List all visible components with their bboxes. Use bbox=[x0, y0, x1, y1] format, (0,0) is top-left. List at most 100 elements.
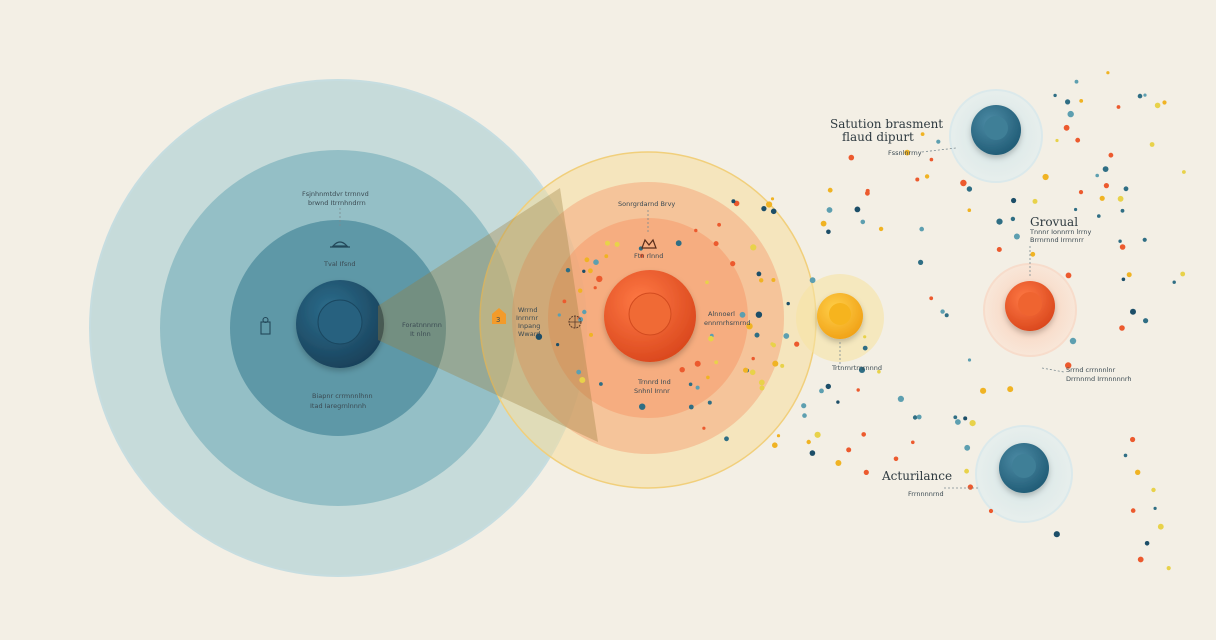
scatter-dot bbox=[750, 244, 757, 251]
right-bottom-title: Acturilance bbox=[881, 469, 952, 483]
scatter-dot bbox=[1065, 99, 1071, 105]
orange-labels: Sonrgrdarnd Brvy Ftn rlnnd Alnnoerl ennr… bbox=[618, 200, 750, 395]
scatter-dot bbox=[1065, 272, 1072, 279]
scatter-dot bbox=[694, 360, 701, 367]
scatter-dot bbox=[1154, 102, 1161, 109]
scatter-dot bbox=[1130, 436, 1136, 443]
scatter-dot bbox=[724, 436, 729, 442]
right-top-sub: Fssnlnrrny bbox=[888, 149, 922, 157]
scatter-dot bbox=[770, 197, 775, 201]
bridge-label-2: Inrnrnr bbox=[516, 314, 538, 322]
scatter-dot bbox=[980, 387, 987, 394]
right-node-mid bbox=[983, 263, 1077, 357]
scatter-dot bbox=[1130, 308, 1136, 315]
orange-icon-caption: Ftn rlnnd bbox=[634, 252, 663, 260]
bridge-marker: 3 bbox=[492, 308, 506, 324]
right-bottom-labels: Acturilance Frrnnnnrnd bbox=[881, 469, 980, 498]
teal-icon-caption: Tval Ifsnd bbox=[323, 260, 356, 268]
scatter-dot bbox=[1030, 251, 1036, 257]
scatter-dot bbox=[756, 271, 762, 277]
scatter-dot bbox=[1063, 124, 1070, 131]
scatter-dot bbox=[809, 277, 816, 284]
scatter-dot bbox=[916, 414, 922, 420]
scatter-dot bbox=[759, 278, 764, 283]
scatter-dot bbox=[675, 240, 682, 247]
scatter-dot bbox=[924, 174, 930, 179]
right-mid-bottom-1: Srrnd crrnnnlnr bbox=[1066, 366, 1116, 374]
scatter-dot bbox=[605, 240, 610, 246]
scatter-dot bbox=[1157, 523, 1164, 530]
scatter-dot bbox=[1143, 93, 1147, 97]
scatter-dot bbox=[904, 149, 911, 156]
scatter-dot bbox=[877, 369, 881, 374]
scatter-dot bbox=[604, 254, 609, 259]
scatter-dot bbox=[1095, 173, 1099, 178]
scatter-dot bbox=[1151, 487, 1156, 493]
scatter-dot bbox=[702, 426, 706, 430]
scatter-dot bbox=[1144, 541, 1150, 546]
scatter-dot bbox=[953, 415, 958, 420]
scatter-dot bbox=[596, 275, 603, 283]
scatter-dot bbox=[1123, 186, 1129, 192]
scatter-dot bbox=[557, 313, 561, 317]
scatter-dot bbox=[1182, 170, 1186, 174]
scatter-dot bbox=[1106, 71, 1110, 75]
scatter-dot bbox=[1117, 195, 1124, 202]
scatter-dot bbox=[1142, 237, 1147, 242]
scatter-dot bbox=[1074, 207, 1078, 212]
scatter-dot bbox=[1007, 386, 1014, 393]
scatter-dot bbox=[856, 388, 860, 392]
scatter-dot bbox=[1143, 318, 1149, 324]
scatter-dot bbox=[746, 323, 753, 330]
orange-right-label-1: Alnnoerl bbox=[708, 310, 735, 318]
scatter-dot bbox=[582, 269, 586, 273]
teal-bottom-label-1: Biapnr crrmnnlhnn bbox=[312, 392, 373, 400]
scatter-dot bbox=[836, 400, 840, 404]
scatter-dot bbox=[1053, 93, 1057, 98]
scatter-dot bbox=[640, 253, 644, 258]
scatter-dot bbox=[1119, 244, 1126, 250]
scatter-dot bbox=[766, 201, 773, 208]
yellow-caption: Trtnrnrtrnrnnnd bbox=[831, 364, 882, 372]
scatter-dot bbox=[819, 388, 824, 394]
scatter-dot bbox=[1078, 190, 1084, 195]
scatter-dot bbox=[964, 444, 971, 451]
bridge-marker-label: 3 bbox=[496, 316, 500, 324]
scatter-dot bbox=[761, 206, 767, 212]
scatter-dot bbox=[1180, 271, 1186, 277]
bridge-label-4: Wward bbox=[518, 330, 540, 338]
scatter-dot bbox=[1010, 216, 1016, 222]
scatter-dot bbox=[1119, 325, 1125, 331]
scatter-dot bbox=[1013, 233, 1020, 240]
scatter-dot bbox=[772, 442, 778, 449]
scatter-dot bbox=[562, 299, 567, 304]
scatter-dot bbox=[739, 311, 746, 318]
scatter-dot bbox=[688, 404, 694, 410]
scribble-icon bbox=[568, 315, 582, 329]
scatter-dot bbox=[964, 468, 969, 474]
scatter-dot bbox=[860, 219, 866, 225]
teal-right-label-2: It nlnn bbox=[410, 330, 431, 338]
scatter-dot bbox=[614, 241, 620, 247]
scatter-dot bbox=[858, 366, 866, 373]
scatter-dot bbox=[919, 226, 924, 232]
scatter-dot bbox=[911, 440, 915, 445]
scatter-dot bbox=[1172, 280, 1176, 284]
scatter-dot bbox=[758, 379, 765, 386]
scatter-dot bbox=[1118, 239, 1122, 243]
scatter-dot bbox=[776, 434, 781, 438]
right-mid-sub-2: Brrnrnnd Irrnrnrr bbox=[1030, 236, 1084, 244]
scatter-dot bbox=[1166, 566, 1171, 571]
scatter-dot bbox=[688, 382, 693, 387]
bridge-label-3: Inpang bbox=[518, 322, 540, 330]
scatter-dot bbox=[835, 460, 842, 466]
scatter-dot bbox=[1065, 362, 1072, 369]
scatter-dots bbox=[535, 71, 1186, 571]
scatter-dot bbox=[996, 247, 1002, 252]
scatter-dot bbox=[1069, 337, 1077, 345]
scatter-dot bbox=[1074, 79, 1079, 84]
orange-bottom-label-2: Snhnl Irnnr bbox=[634, 387, 670, 395]
scatter-dot bbox=[893, 456, 899, 462]
crown-icon bbox=[641, 238, 657, 249]
